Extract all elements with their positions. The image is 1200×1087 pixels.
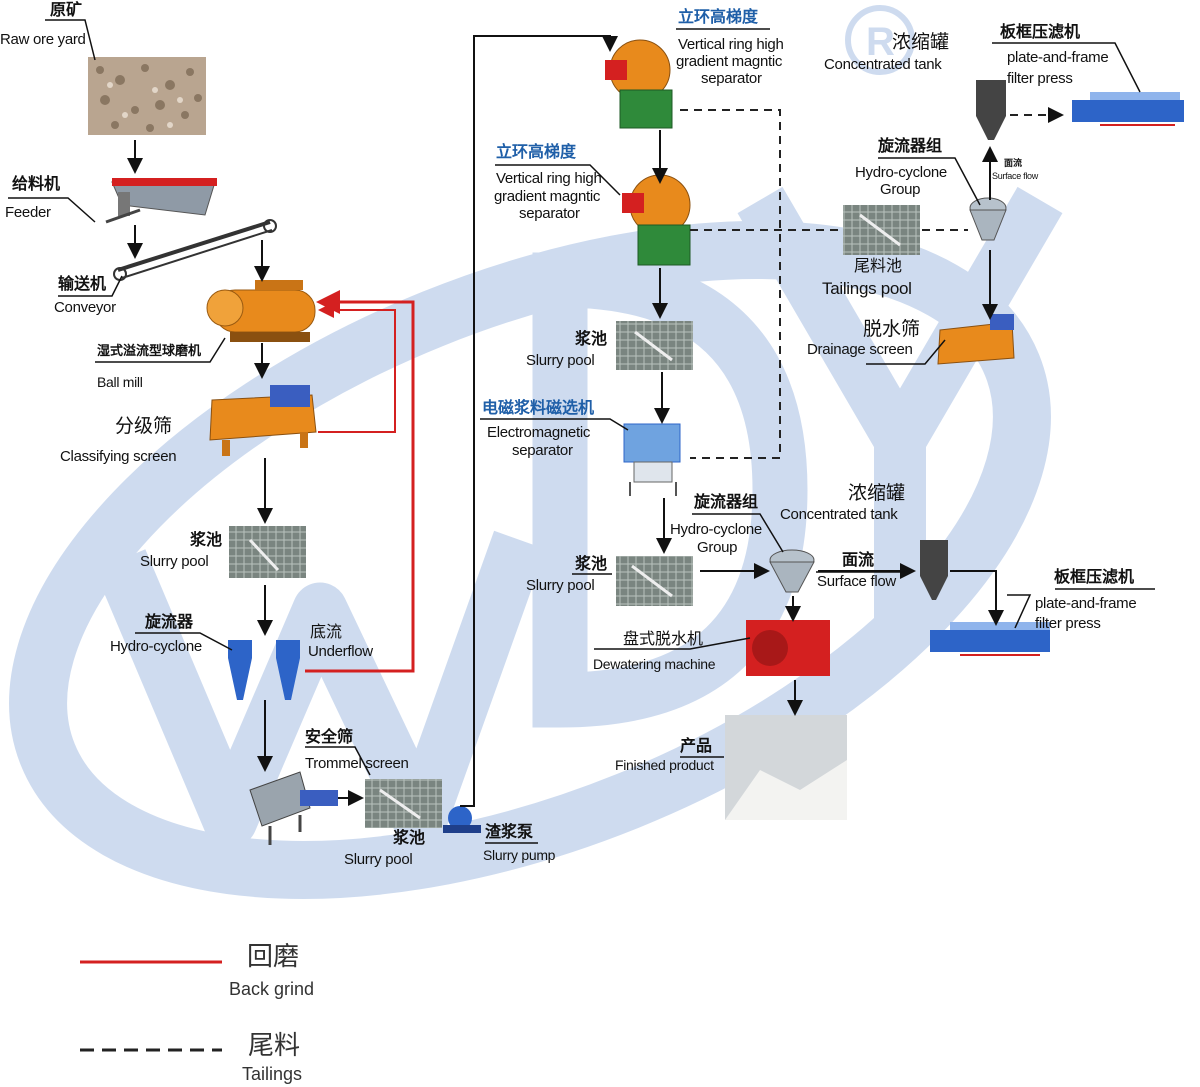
- hc-group-1-cn: 旋流器组: [878, 136, 943, 155]
- vrhg-2-en1: Vertical ring high: [496, 170, 602, 187]
- drainage-en: Drainage screen: [807, 341, 913, 358]
- slurry-pool-1-en: Slurry pool: [140, 553, 209, 570]
- tailings-lines: [680, 107, 1064, 459]
- filter-press-1-en1: plate-and-frame: [1007, 49, 1109, 66]
- raw-ore-image: [88, 57, 206, 135]
- dewatering-en: Dewatering machine: [593, 656, 716, 672]
- hydro-cyclone-en: Hydro-cyclone: [110, 638, 202, 655]
- conveyor-icon: [113, 219, 277, 281]
- vrhg-1-en1: Vertical ring high: [678, 36, 784, 53]
- raw-ore-en: Raw ore yard: [0, 31, 86, 48]
- watermark-logo: R: [9, 5, 1063, 899]
- legend-tailings-en: Tailings: [242, 1064, 303, 1084]
- slurry-pool-2-cn: 浆池: [393, 828, 426, 847]
- drainage-screen-icon: [937, 314, 1015, 365]
- trommel-cn: 安全筛: [305, 727, 354, 746]
- classifying-screen-en: Classifying screen: [60, 448, 177, 465]
- finished-product-image: [725, 715, 847, 820]
- slurry-pool-3-en: Slurry pool: [526, 352, 595, 369]
- surface-flow-2-cn: 面流: [842, 550, 875, 569]
- em-separator-cn: 电磁浆料磁选机: [482, 398, 595, 417]
- em-separator-en1: Electromagnetic: [487, 424, 591, 441]
- ball-mill-icon: [206, 280, 316, 342]
- conc-tank-2-en: Concentrated tank: [780, 506, 898, 523]
- hydro-cyclone-icon: [228, 640, 300, 700]
- slurry-pool-2-image: [365, 779, 442, 828]
- dewatering-cn: 盘式脱水机: [623, 629, 704, 648]
- feeder-en: Feeder: [5, 204, 51, 221]
- vrhg-separator-1-icon: [605, 39, 673, 129]
- conc-tank-1-en: Concentrated tank: [824, 56, 942, 73]
- dewatering-machine-icon: [746, 620, 830, 676]
- classifying-screen-cn: 分级筛: [115, 415, 173, 437]
- vrhg-1-en3: separator: [701, 70, 762, 87]
- hydro-cyclone-cn: 旋流器: [145, 612, 194, 631]
- slurry-pool-4-cn: 浆池: [575, 554, 608, 573]
- conc-tank-1-cn: 浓缩罐: [892, 31, 950, 53]
- conveyor-en: Conveyor: [54, 299, 116, 316]
- surface-flow-2-en: Surface flow: [817, 573, 896, 590]
- underflow-cn: 底流: [310, 622, 343, 641]
- hc-group-2-en1: Hydro-cyclone: [670, 521, 762, 538]
- feeder-icon: [105, 178, 217, 224]
- slurry-pump-en: Slurry pump: [483, 847, 556, 863]
- hc-group-1-en1: Hydro-cyclone: [855, 164, 947, 181]
- surface-flow-1-cn: 面流: [1004, 159, 1023, 169]
- surface-flow-1-en: Surface flow: [992, 171, 1038, 181]
- hc-group-2-cn: 旋流器组: [694, 492, 759, 511]
- underflow-en: Underflow: [308, 643, 373, 660]
- conc-tank-2-icon: [920, 540, 948, 600]
- legend-back-grind-cn: 回磨: [247, 942, 300, 972]
- svg-text:R: R: [866, 20, 895, 64]
- slurry-pool-3-cn: 浆池: [575, 329, 608, 348]
- slurry-pool-1-cn: 浆池: [190, 530, 223, 549]
- filter-press-1-icon: [1072, 92, 1184, 126]
- filter-press-2-cn: 板框压滤机: [1054, 567, 1135, 586]
- vrhg-1-cn: 立环高梯度: [678, 7, 759, 26]
- ball-mill-cn: 湿式溢流型球磨机: [97, 344, 202, 359]
- filter-press-2-en2: filter press: [1035, 615, 1101, 632]
- ball-mill-en: Ball mill: [97, 374, 143, 390]
- finished-en: Finished product: [615, 757, 714, 773]
- classifying-screen-icon: [209, 385, 317, 456]
- vrhg-1-en2: gradient magntic: [676, 53, 783, 70]
- slurry-pool-4-en: Slurry pool: [526, 577, 595, 594]
- hc-group-2-icon: [769, 549, 815, 593]
- feeder-cn: 给料机: [12, 174, 61, 193]
- finished-cn: 产品: [680, 736, 713, 755]
- vrhg-2-en2: gradient magntic: [494, 188, 601, 205]
- legend-tailings-cn: 尾料: [248, 1031, 301, 1061]
- back-grind-line-2: [318, 302, 396, 433]
- filter-press-1-en2: filter press: [1007, 70, 1073, 87]
- trommel-screen-icon: [249, 771, 338, 845]
- slurry-pool-2-en: Slurry pool: [344, 851, 413, 868]
- em-separator-en2: separator: [512, 442, 573, 459]
- slurry-pool-1-image: [229, 526, 306, 578]
- hc-group-1-en2: Group: [880, 181, 921, 198]
- back-grind-line: [305, 290, 415, 673]
- slurry-pump-cn: 渣浆泵: [485, 822, 534, 841]
- drainage-cn: 脱水筛: [863, 318, 921, 340]
- conc-tank-1-icon: [976, 80, 1006, 140]
- legend-back-grind-en: Back grind: [229, 979, 315, 999]
- trommel-en: Trommel screen: [305, 755, 409, 772]
- conc-tank-2-cn: 浓缩罐: [848, 482, 906, 504]
- conveyor-cn: 输送机: [58, 274, 107, 293]
- slurry-pump-icon: [443, 806, 481, 833]
- vrhg-2-en3: separator: [519, 205, 580, 222]
- filter-press-2-icon: [930, 622, 1050, 656]
- vrhg-separator-2-icon: [622, 174, 691, 266]
- raw-ore-cn: 原矿: [50, 0, 83, 19]
- process-flow-lines: [127, 35, 1004, 807]
- filter-press-2-en1: plate-and-frame: [1035, 595, 1137, 612]
- label-leaders: [8, 19, 1155, 844]
- vrhg-2-cn: 立环高梯度: [496, 142, 577, 161]
- hc-group-2-en2: Group: [697, 539, 738, 556]
- tailings-pool-cn: 尾料池: [854, 256, 903, 275]
- em-separator-icon: [623, 423, 681, 496]
- tailings-pool-en: Tailings pool: [822, 279, 912, 298]
- filter-press-1-cn: 板框压滤机: [1000, 22, 1081, 41]
